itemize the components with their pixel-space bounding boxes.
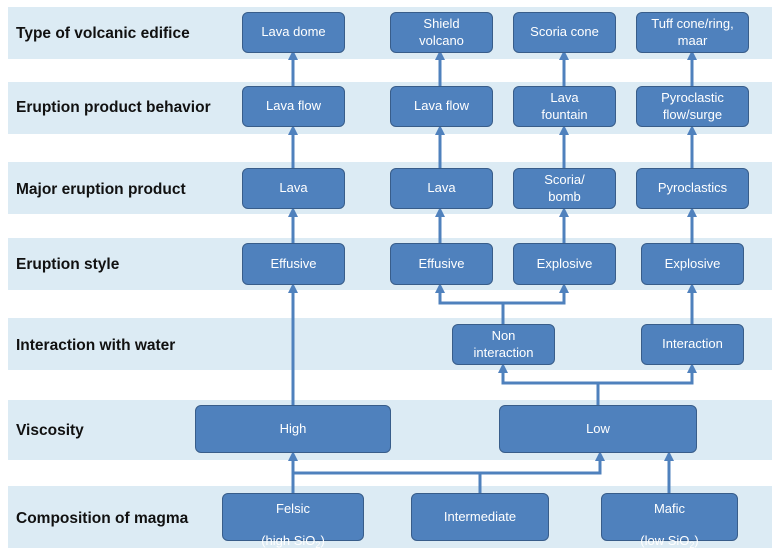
row-label-water: Interaction with water	[16, 337, 176, 354]
node-lava-fountain: Lava fountain	[513, 86, 616, 127]
node-effusive-1: Effusive	[242, 243, 345, 285]
felsic-line2-sub: 2	[315, 540, 321, 551]
connector-noninteraction-explosive	[503, 283, 569, 305]
row-label-viscosity: Viscosity	[16, 422, 84, 439]
mafic-line1: Mafic	[653, 500, 686, 516]
node-shield-volcano: Shield volcano	[390, 12, 493, 53]
mafic-line2-prefix: (low SiO	[640, 533, 690, 549]
node-tuff-cone: Tuff cone/ring, maar	[636, 12, 749, 53]
felsic-line2-suffix: )	[320, 533, 325, 549]
row-label-behavior: Eruption product behavior	[16, 99, 211, 116]
node-lava-2: Lava	[390, 168, 493, 209]
node-intermediate: Intermediate	[411, 493, 549, 541]
connector-intermediate-low	[480, 451, 605, 475]
node-high: High	[195, 405, 391, 453]
node-explosive-1: Explosive	[513, 243, 616, 285]
row-label-composition: Composition of magma	[16, 510, 189, 527]
felsic-line2-prefix: (high SiO	[261, 533, 316, 549]
connector-low-interaction	[598, 363, 697, 385]
node-pyroclastics: Pyroclastics	[636, 168, 749, 209]
mafic-line2-sub: 2	[689, 540, 695, 551]
node-lava-dome: Lava dome	[242, 12, 345, 53]
connector-noninteraction-split	[435, 283, 505, 324]
node-interaction: Interaction	[641, 324, 744, 365]
row-label-style: Eruption style	[16, 256, 120, 273]
row-label-edifice: Type of volcanic edifice	[16, 25, 190, 42]
node-scoria-cone: Scoria cone	[513, 12, 616, 53]
node-pyroclastic-flow: Pyroclastic flow/surge	[636, 86, 749, 127]
node-felsic: Felsic (high SiO2)	[222, 493, 364, 550]
node-lava-1: Lava	[242, 168, 345, 209]
node-effusive-2: Effusive	[390, 243, 493, 285]
node-mafic: Mafic (low SiO2)	[601, 493, 738, 550]
node-scoria-bomb: Scoria/ bomb	[513, 168, 616, 209]
connector-low-split	[498, 363, 600, 405]
row-label-product: Major eruption product	[16, 181, 186, 198]
mafic-line2-suffix: )	[694, 533, 699, 549]
node-explosive-2: Explosive	[641, 243, 744, 285]
node-lava-flow-1: Lava flow	[242, 86, 345, 127]
node-non-interaction: Non interaction	[452, 324, 555, 365]
felsic-line1: Felsic	[276, 500, 310, 516]
node-lava-flow-2: Lava flow	[390, 86, 493, 127]
node-low: Low	[499, 405, 697, 453]
